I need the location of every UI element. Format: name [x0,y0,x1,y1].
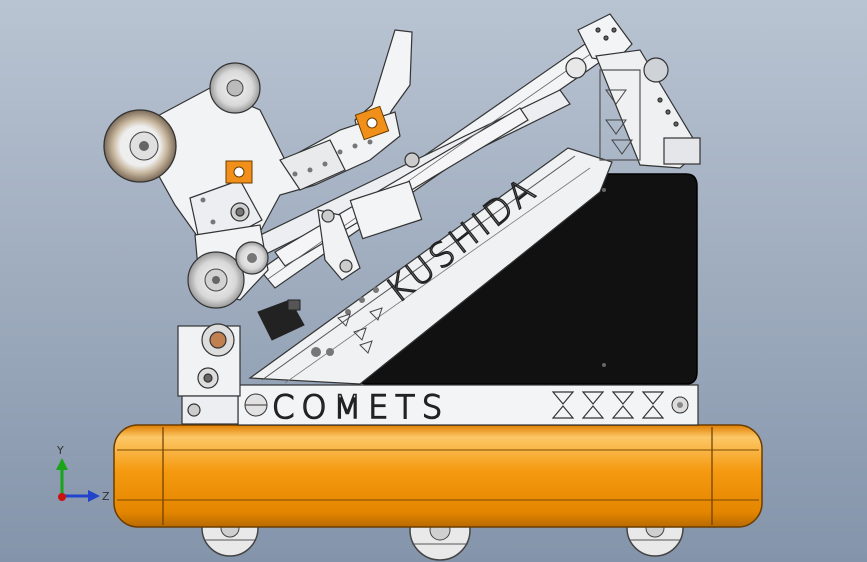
motor-unit [257,299,305,341]
comets-logo-text: COMETS [272,388,449,426]
orange-brackets [225,105,390,184]
top-right-joint [565,13,701,169]
coordinate-triad: Y Z [56,444,110,503]
axis-z-label: Z [102,490,110,503]
gripper-wheels [103,62,269,309]
center-link-arm [317,209,361,281]
left-servo-tower [177,323,241,425]
axis-y-label: Y [56,444,64,457]
orange-bumper [113,424,763,528]
comets-base-plate: COMETS [237,384,699,427]
lightening-holes [551,391,665,419]
